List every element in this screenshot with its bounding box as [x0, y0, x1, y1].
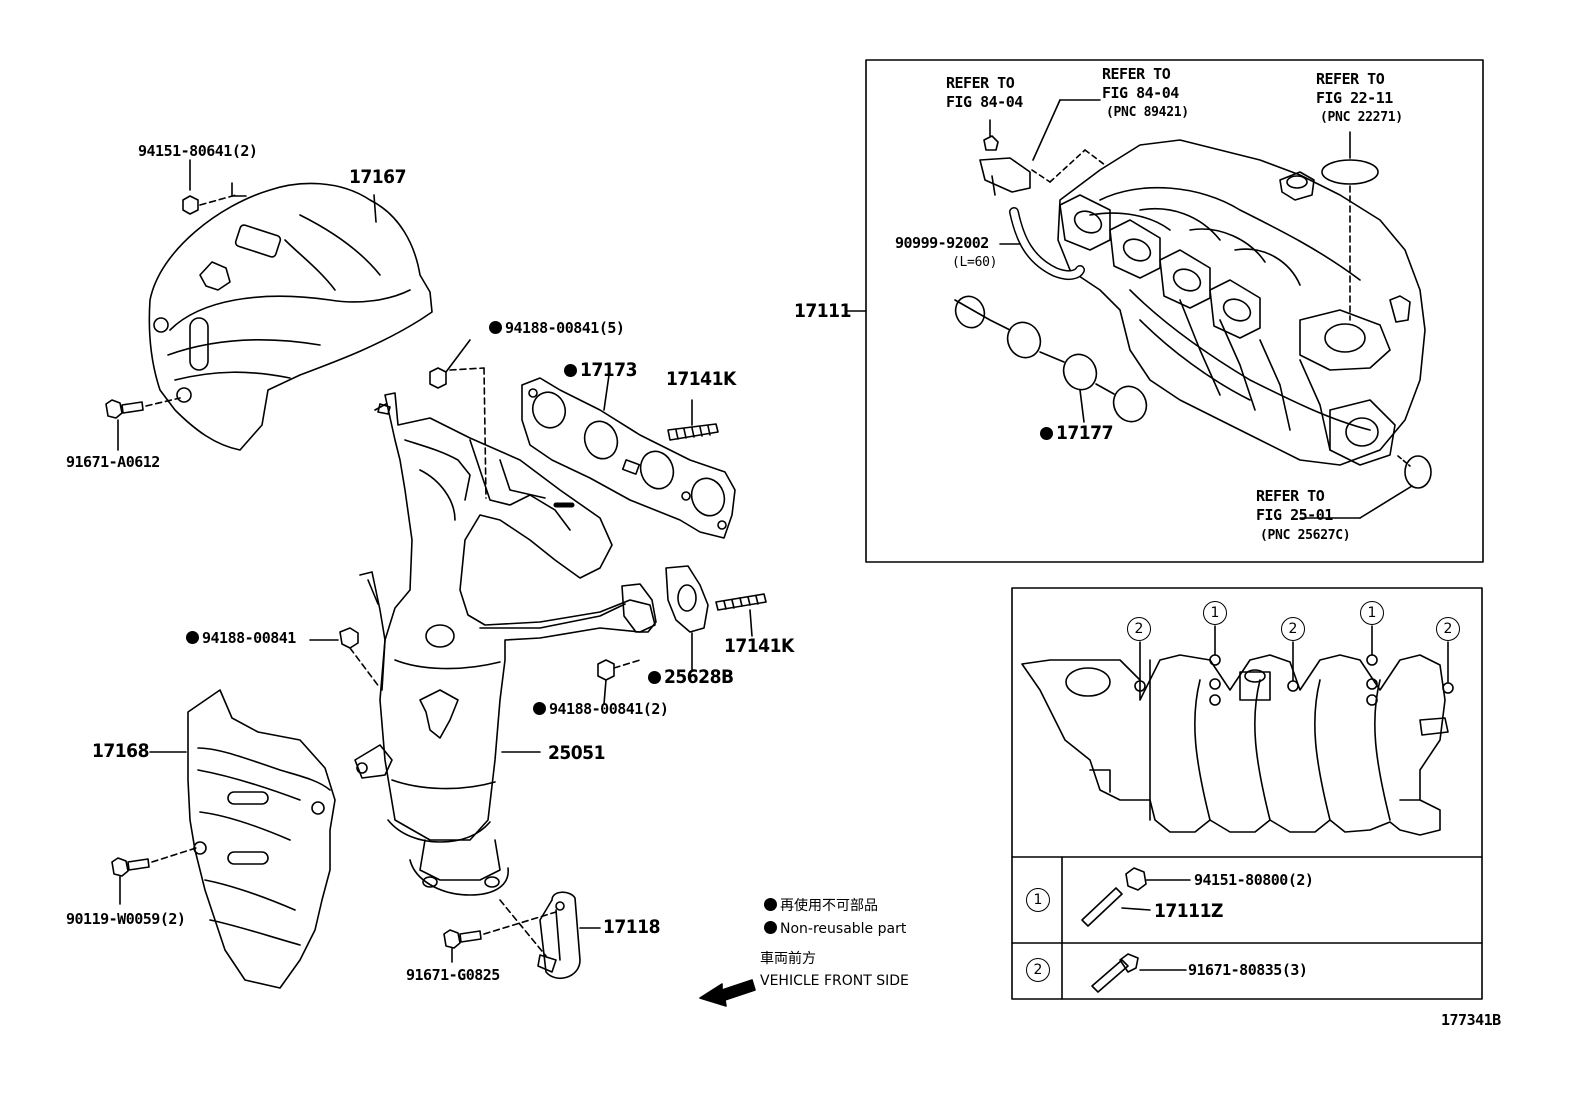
intake-manifold-box [865, 59, 1484, 563]
label-hose-length: (L=60) [952, 255, 998, 270]
heat-insulator-upper [148, 182, 433, 451]
legend-nonreusable-jp: 再使用不可部品 [764, 898, 878, 913]
detail-nut-stud [1081, 867, 1191, 927]
stud-17141K-lower [715, 593, 767, 637]
pipe-flange [621, 583, 657, 633]
refer-4-line2: FIG 25-01 [1256, 506, 1333, 524]
refer-1-line2: FIG 84-04 [946, 93, 1023, 111]
pressure-sensor [979, 99, 1106, 196]
figure-id: 177341B [1441, 1011, 1501, 1029]
nut-94188-00841 [309, 627, 381, 689]
manifold-top-view [1021, 625, 1454, 836]
nut-94188-00841-5 [429, 339, 487, 499]
label-17141K-upper: 17141K [666, 368, 736, 390]
label-91671-A0612: 91671-A0612 [66, 453, 160, 471]
callout-2-c: 2 [1436, 617, 1460, 641]
refer-1-line1: REFER TO [946, 74, 1015, 92]
label-94151-80641: 94151-80641(2) [138, 142, 258, 160]
stud-17141K-upper [667, 399, 719, 441]
legend-front-jp: 車両前方 [760, 951, 816, 967]
label-17173: 17173 [564, 361, 637, 380]
refer-2-line1: REFER TO [1102, 65, 1171, 83]
label-17111: 17111 [794, 300, 851, 322]
refer-2-pnc: (PNC 89421) [1106, 105, 1189, 120]
label-17118: 17118 [603, 916, 660, 938]
label-25628B: 25628B [648, 668, 734, 687]
label-17141K-lower: 17141K [724, 635, 794, 657]
nut-94151-80641 [182, 159, 237, 215]
label-17168: 17168 [92, 740, 149, 762]
label-91671-G0825: 91671-G0825 [406, 966, 500, 984]
callout-1-b: 1 [1360, 601, 1384, 625]
exhaust-manifold-converter [354, 392, 656, 896]
gasket-25628B [665, 565, 709, 671]
callout-2-b: 2 [1281, 617, 1305, 641]
bolt-91671-G0825 [443, 899, 557, 963]
nut-94188-00841-2 [597, 659, 641, 705]
label-94188-00841: 94188-00841 [186, 631, 296, 646]
bolt-location-box [1011, 587, 1483, 1000]
gasket-17177 [954, 295, 1148, 423]
legend-nonreusable-en: Non-reusable part [764, 921, 906, 936]
refer-3-line2: FIG 22-11 [1316, 89, 1393, 107]
label-25051: 25051 [548, 742, 605, 764]
refer-2-line2: FIG 84-04 [1102, 84, 1179, 102]
detail-bolt [1091, 953, 1187, 993]
label-91671-80835: 91671-80835(3) [1188, 961, 1308, 979]
label-17177: 17177 [1040, 424, 1113, 443]
refer-3-pnc: (PNC 22271) [1320, 110, 1403, 125]
callout-1-row: 1 [1026, 888, 1050, 912]
callout-1-a: 1 [1203, 601, 1227, 625]
label-17167: 17167 [349, 166, 406, 188]
refer-4-pnc: (PNC 25627C) [1260, 528, 1351, 543]
label-94188-00841-2: 94188-00841(2) [533, 702, 669, 717]
label-94188-00841-5: 94188-00841(5) [489, 321, 625, 336]
bracket-17118 [537, 891, 601, 980]
refer-3-line1: REFER TO [1316, 70, 1385, 88]
label-94151-80800: 94151-80800(2) [1194, 871, 1314, 889]
legend-front-en: VEHICLE FRONT SIDE [760, 973, 909, 989]
intake-manifold [1057, 139, 1426, 466]
bolt-91671-A0612 [105, 397, 181, 451]
bolt-90119-W0059 [111, 847, 197, 905]
hose-90999-92002 [999, 207, 1085, 281]
callout-2-a: 2 [1127, 617, 1151, 641]
label-90119-W0059: 90119-W0059(2) [66, 910, 186, 928]
label-17111Z: 17111Z [1154, 900, 1223, 922]
front-arrow [699, 979, 756, 1007]
oring-top [1321, 159, 1379, 185]
label-90999-92002: 90999-92002 [895, 234, 989, 252]
heat-insulator-lower [187, 689, 336, 989]
oring-lower [1404, 455, 1432, 489]
callout-2-row: 2 [1026, 958, 1050, 982]
refer-4-line1: REFER TO [1256, 487, 1325, 505]
gasket-17173 [521, 377, 736, 539]
